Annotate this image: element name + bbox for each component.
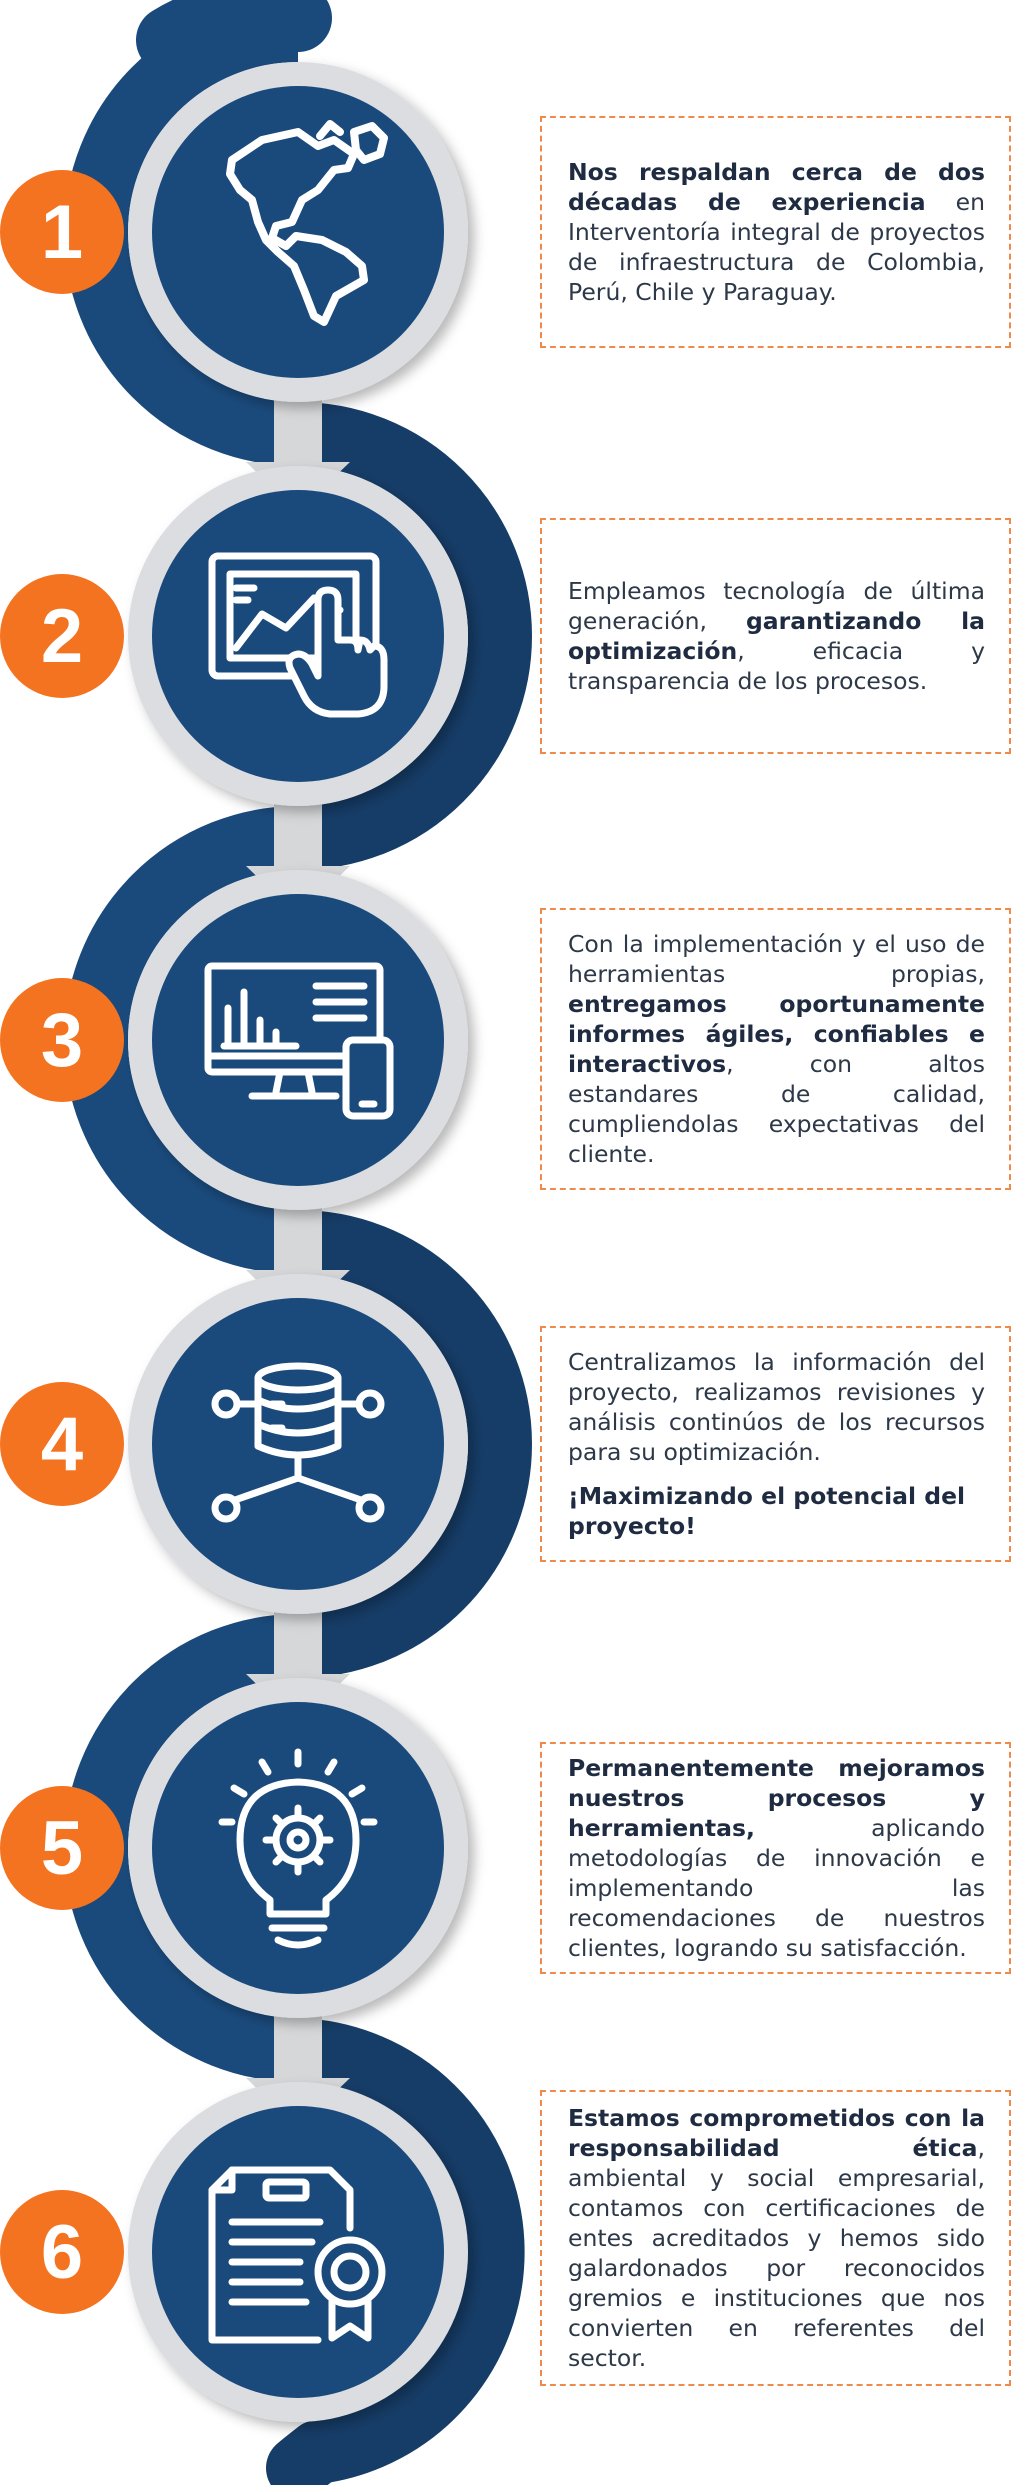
- step-3-text-box: Con la implementación y el uso de herram…: [540, 908, 1011, 1190]
- step-3-number: 3: [41, 998, 83, 1083]
- step-2-number: 2: [41, 594, 83, 679]
- step-2-description: Empleamos tecnología de última generació…: [568, 577, 985, 695]
- step-4-circle: [128, 1274, 468, 1614]
- step-3-description: Con la implementación y el uso de herram…: [568, 930, 985, 1168]
- arc-2: [297, 402, 532, 870]
- americas-map-icon: [226, 120, 388, 326]
- step-6-number: 6: [41, 2210, 83, 2295]
- lightbulb-gear-icon: [218, 1748, 378, 1949]
- step-3-badge: 3: [0, 978, 124, 1102]
- step-5-badge: 5: [0, 1786, 124, 1910]
- step-4-highlight: ¡Maximizando el potencial del proyecto!: [568, 1482, 966, 1540]
- step-6-circle: [128, 2082, 468, 2422]
- step-3-circle: [128, 870, 468, 1210]
- step-4-badge: 4: [0, 1382, 124, 1506]
- step-4-description: Centralizamos la información del proyect…: [568, 1348, 985, 1466]
- step-5-description: Permanentemente mejoramos nuestros proce…: [568, 1754, 985, 1962]
- step-1-circle: [128, 62, 468, 402]
- step-1-badge: 1: [0, 170, 124, 294]
- step-4-number: 4: [41, 1402, 83, 1487]
- step-1-text-box: Nos respaldan cerca de dos décadas de ex…: [540, 116, 1011, 348]
- step-5-number: 5: [41, 1806, 83, 1891]
- step-1-number: 1: [41, 190, 83, 275]
- touch-screen-chart-icon: [208, 552, 388, 718]
- step-2-badge: 2: [0, 574, 124, 698]
- step-2-text-box: Empleamos tecnología de última generació…: [540, 518, 1011, 754]
- step-1-description: Nos respaldan cerca de dos décadas de ex…: [568, 158, 985, 306]
- bottom-cap: [266, 2420, 350, 2485]
- arc-6: [296, 2018, 525, 2484]
- database-network-icon: [211, 1362, 385, 1523]
- step-6-badge: 6: [0, 2190, 124, 2314]
- monitor-mobile-report-icon: [204, 962, 394, 1120]
- step-4-text-box: Centralizamos la información del proyect…: [540, 1326, 1011, 1562]
- step-6-text-box: Estamos comprometidos con la responsabil…: [540, 2090, 1011, 2386]
- step-5-text-box: Permanentemente mejoramos nuestros proce…: [540, 1742, 1011, 1974]
- certificate-badge-icon: [208, 2166, 386, 2344]
- step-6-description: Estamos comprometidos con la responsabil…: [568, 2104, 985, 2372]
- step-2-circle: [128, 466, 468, 806]
- arc-4: [297, 1210, 532, 1678]
